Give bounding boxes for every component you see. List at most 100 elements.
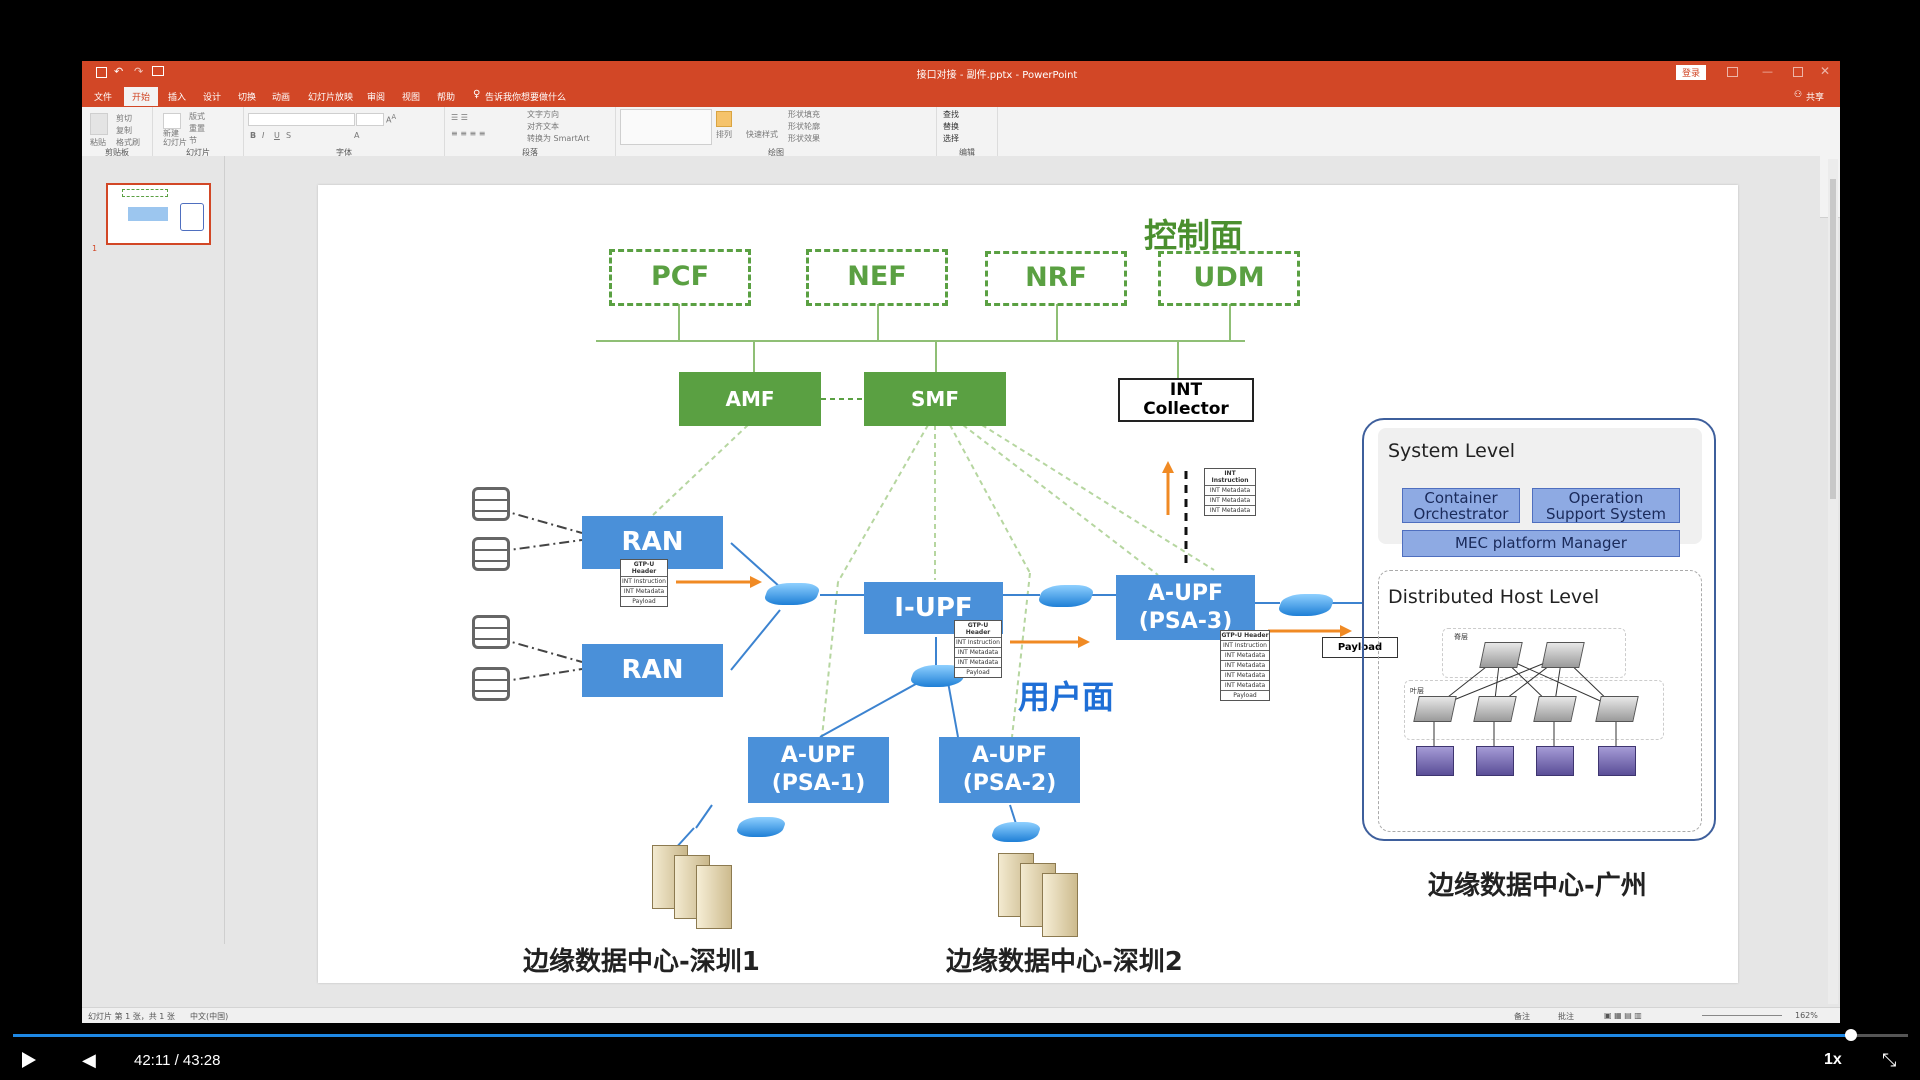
title-bar: ↶ ↷ 接口对接 - 副件.pptx - PowerPoint 登录 — ✕	[82, 61, 1840, 85]
share-icon[interactable]: ⚇	[1794, 90, 1803, 100]
tell-me-search[interactable]: 告诉我你想要做什么	[485, 93, 567, 103]
status-bar: 幻灯片 第 1 张，共 1 张 中文(中国) 备注 批注 ▣ ▦ ▤ ▥ 162…	[82, 1007, 1840, 1023]
tab-animations[interactable]: 动画	[272, 93, 291, 103]
notes-button[interactable]: 备注	[1514, 1012, 1530, 1021]
menu-bar: 文件 开始 插入 设计 切换 动画 幻灯片放映 审阅 视图 帮助 ♀ 告诉我你想…	[82, 85, 1840, 107]
ribbon-display-icon[interactable]	[1727, 67, 1738, 77]
smf-box: SMF	[864, 372, 1006, 426]
font-family-select[interactable]	[248, 113, 355, 126]
normal-view-icon[interactable]: ▣ ▦ ▤ ▥	[1604, 1011, 1642, 1020]
new-slide-icon[interactable]	[163, 113, 181, 129]
zoom-level[interactable]: 162%	[1795, 1011, 1818, 1020]
select-button[interactable]: 选择	[943, 134, 959, 143]
pkt-field: INT Metadata	[1221, 651, 1269, 661]
section-button[interactable]: 节	[189, 136, 197, 145]
start-from-beginning-icon[interactable]	[152, 66, 164, 76]
group-label-paragraph: 段落	[522, 148, 538, 157]
undo-icon[interactable]: ↶	[114, 65, 124, 78]
text-direction-button[interactable]: 文字方向	[527, 110, 559, 119]
progress-knob[interactable]	[1845, 1029, 1858, 1041]
arrange-button[interactable]: 排列	[716, 130, 732, 139]
tab-file[interactable]: 文件	[94, 93, 113, 103]
arrange-icon[interactable]	[716, 111, 732, 127]
pkt-field: INT Instruction	[1221, 641, 1269, 651]
nf-box-pcf: PCF	[609, 249, 751, 306]
align-icons[interactable]: ≡ ≡ ≡ ≡	[451, 129, 486, 138]
spine-switch-icon	[1479, 642, 1523, 668]
align-text-button[interactable]: 对齐文本	[527, 122, 559, 131]
grow-font-icon[interactable]: AA	[386, 113, 397, 125]
tab-transitions[interactable]: 切换	[238, 93, 257, 103]
caption-shenzhen1: 边缘数据中心-深圳1	[523, 947, 760, 977]
user-plane-title: 用户面	[1018, 678, 1115, 716]
iupf-packet: GTP-U Header INT Instruction INT Metadat…	[954, 620, 1002, 678]
format-painter-button[interactable]: 格式刷	[116, 138, 140, 147]
tab-home[interactable]: 开始	[124, 87, 159, 106]
find-button[interactable]: 查找	[943, 110, 959, 119]
paste-icon[interactable]	[90, 113, 108, 135]
cut-button[interactable]: 剪切	[116, 114, 132, 123]
tab-slideshow[interactable]: 幻灯片放映	[308, 93, 354, 103]
leaf-switch-icon	[1595, 696, 1639, 722]
host-server-icon	[1598, 746, 1636, 776]
play-icon[interactable]	[22, 1052, 36, 1068]
new-slide-button[interactable]: 新建 幻灯片	[163, 129, 187, 147]
connection-lines	[479, 304, 1363, 862]
bullets-icon[interactable]: ☰ ☰	[451, 113, 468, 122]
shapes-gallery[interactable]	[620, 109, 712, 145]
tab-review[interactable]: 审阅	[367, 93, 386, 103]
shape-fill-button[interactable]: 形状填充	[788, 110, 820, 119]
ran-box: RAN	[582, 644, 723, 697]
pkt-field: INT Instruction	[1205, 469, 1255, 486]
redo-icon[interactable]: ↷	[134, 65, 144, 78]
tab-design[interactable]: 设计	[203, 93, 222, 103]
amf-box: AMF	[679, 372, 821, 426]
aupf-psa2-box: A-UPF (PSA-2)	[939, 737, 1080, 803]
slide-thumbnail[interactable]	[106, 183, 211, 245]
scrollbar-thumb[interactable]	[1830, 179, 1836, 499]
pkt-field: INT Instruction	[955, 639, 1001, 648]
layout-button[interactable]: 版式	[189, 112, 205, 121]
leaf-group	[1404, 680, 1664, 740]
shape-outline-button[interactable]: 形状轮廓	[788, 122, 820, 131]
thumbnail-preview-control	[122, 189, 168, 197]
shape-effects-button[interactable]: 形状效果	[788, 134, 820, 143]
group-label-font: 字体	[336, 148, 352, 157]
language-status[interactable]: 中文(中国)	[190, 1012, 229, 1021]
zoom-slider[interactable]	[1702, 1015, 1782, 1016]
replace-button[interactable]: 替换	[943, 122, 959, 131]
pkt-field: Payload	[632, 598, 656, 605]
slide-thumbnail-pane: 1	[82, 156, 225, 944]
login-button[interactable]: 登录	[1676, 65, 1707, 80]
aupf3-packet: GTP-U Header INT Instruction INT Metadat…	[1220, 630, 1270, 701]
share-button[interactable]: 共享	[1806, 93, 1825, 103]
bold-icon[interactable]: B	[250, 131, 257, 140]
convert-smartart-button[interactable]: 转换为 SmartArt	[527, 134, 590, 143]
minimize-icon[interactable]: —	[1762, 65, 1773, 78]
reset-button[interactable]: 重置	[189, 124, 205, 133]
underline-icon[interactable]: U	[274, 131, 280, 140]
volume-icon[interactable]: ◀	[82, 1050, 96, 1071]
int-report-packet: INT Instruction INT Metadata INT Metadat…	[1204, 468, 1256, 516]
font-color-icon[interactable]: A	[354, 131, 360, 140]
quick-styles-button[interactable]: 快速样式	[746, 130, 778, 139]
copy-button[interactable]: 复制	[116, 126, 132, 135]
tab-help[interactable]: 帮助	[437, 93, 456, 103]
window-title: 接口对接 - 副件.pptx - PowerPoint	[916, 70, 1078, 81]
tab-view[interactable]: 视图	[402, 93, 421, 103]
thumbnail-preview-user	[128, 207, 168, 221]
exit-fullscreen-icon[interactable]: ⤡	[1882, 1050, 1897, 1071]
shadow-icon[interactable]: S	[286, 131, 292, 140]
italic-icon[interactable]: I	[262, 131, 265, 140]
host-level-title: Distributed Host Level	[1388, 586, 1600, 608]
comments-button[interactable]: 批注	[1558, 1012, 1574, 1021]
close-icon[interactable]: ✕	[1820, 64, 1831, 78]
paste-button[interactable]: 粘贴	[90, 138, 106, 147]
maximize-icon[interactable]	[1793, 67, 1803, 77]
playback-speed-button[interactable]: 1x	[1824, 1051, 1842, 1068]
progress-track[interactable]	[13, 1029, 1908, 1041]
save-icon[interactable]	[96, 67, 107, 78]
tab-insert[interactable]: 插入	[168, 93, 187, 103]
vertical-scrollbar[interactable]	[1828, 159, 1838, 1004]
font-size-select[interactable]	[356, 113, 384, 126]
